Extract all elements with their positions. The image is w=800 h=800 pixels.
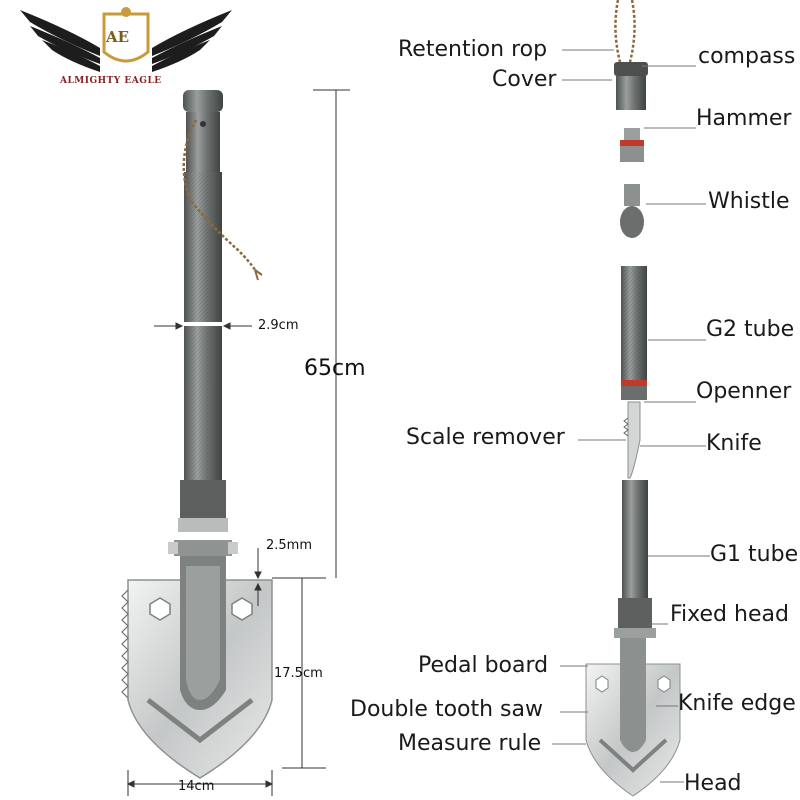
brand-mark: AE (106, 28, 130, 46)
label-g1-tube: G1 tube (710, 542, 799, 567)
tube-diameter-dimension: 2.9cm (258, 318, 299, 333)
brand-name: ALMIGHTY EAGLE (60, 76, 162, 86)
label-whistle: Whistle (708, 189, 790, 214)
label-head: Head (684, 771, 742, 796)
label-knife: Knife (706, 431, 762, 456)
label-g2-tube: G2 tube (706, 317, 795, 342)
label-cover: Cover (492, 67, 557, 92)
dimension-lines (126, 89, 350, 796)
blade-height-dimension: 17.5cm (274, 666, 323, 681)
label-double-tooth-saw: Double tooth saw (350, 697, 543, 722)
label-compass: compass (698, 44, 796, 69)
label-opener: Openner (696, 379, 792, 404)
brand-logo (20, 7, 232, 72)
label-hammer: Hammer (696, 106, 792, 131)
blade-thickness-dimension: 2.5mm (266, 538, 313, 553)
label-retention-rope: Retention rop (398, 37, 548, 62)
length-dimension: 65cm (304, 356, 366, 381)
leader-lines (552, 49, 710, 783)
label-measure-rule: Measure rule (398, 731, 542, 756)
label-scale-remover: Scale remover (406, 425, 565, 450)
label-pedal-board: Pedal board (418, 653, 549, 678)
exploded-parts (585, 0, 681, 797)
label-fixed-head: Fixed head (670, 602, 789, 627)
assembled-shovel (121, 90, 273, 779)
label-knife-edge: Knife edge (678, 691, 796, 716)
blade-width-dimension: 14cm (178, 779, 215, 794)
